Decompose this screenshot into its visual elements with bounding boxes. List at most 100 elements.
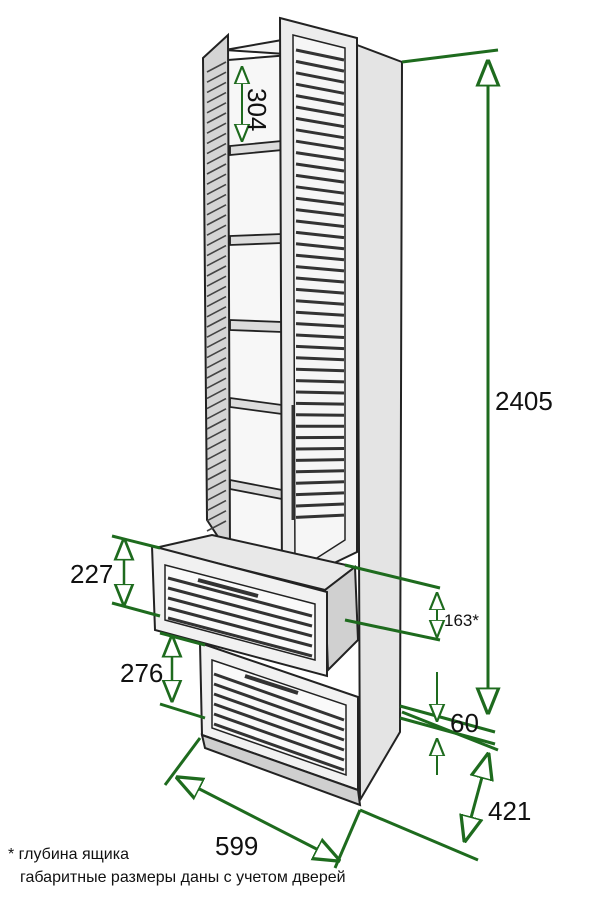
lower-drawer-ext-bottom bbox=[159, 702, 206, 720]
louver-slat bbox=[295, 162, 345, 173]
shelf bbox=[229, 233, 283, 246]
louver-slat bbox=[206, 183, 227, 196]
louver-slat bbox=[206, 397, 227, 410]
louver-slat bbox=[295, 185, 345, 195]
louver-slat bbox=[295, 48, 345, 62]
louver-slat bbox=[206, 142, 227, 155]
width-ext-right bbox=[333, 809, 362, 869]
louver-slat bbox=[206, 275, 227, 287]
louver-slat bbox=[206, 265, 227, 277]
louver-slat bbox=[167, 576, 313, 618]
upper-drawer-ext-bottom bbox=[111, 601, 161, 618]
louver-slat bbox=[295, 94, 345, 106]
louver-slat bbox=[167, 616, 313, 658]
louver-slat bbox=[295, 242, 345, 251]
louver-slat bbox=[295, 367, 345, 373]
louver-slat bbox=[295, 219, 345, 228]
louver-slat bbox=[295, 105, 345, 117]
lower-drawer-louvers bbox=[213, 672, 345, 772]
note-overall-dims: габаритные размеры даны с учетом дверей bbox=[20, 869, 346, 886]
louver-slat bbox=[295, 458, 345, 462]
louver-slat bbox=[167, 606, 313, 648]
louver-slat bbox=[206, 112, 227, 124]
louver-slat bbox=[206, 153, 227, 165]
label-lower-drawer: 276 bbox=[120, 658, 163, 688]
label-height: 2405 bbox=[495, 386, 553, 416]
louver-slat bbox=[206, 61, 227, 73]
louver-slat bbox=[206, 510, 227, 522]
lower-drawer-handle bbox=[244, 674, 299, 695]
louver-slat bbox=[206, 448, 227, 461]
lower-drawer bbox=[198, 641, 359, 792]
louver-slat bbox=[213, 702, 345, 752]
shelves bbox=[229, 140, 283, 501]
louver-slat bbox=[295, 299, 345, 306]
width-ext-left bbox=[163, 737, 202, 786]
louver-slat bbox=[295, 344, 345, 351]
louver-slat bbox=[206, 295, 227, 308]
label-shelf-gap: 304 bbox=[242, 88, 272, 131]
louver-slat bbox=[295, 513, 345, 519]
louver-slat bbox=[206, 489, 227, 502]
louver-slat bbox=[206, 520, 227, 532]
louver-slat bbox=[206, 173, 227, 185]
louver-slat bbox=[295, 230, 345, 240]
louver-slat bbox=[206, 479, 227, 491]
louver-slat bbox=[295, 502, 345, 508]
louver-slat bbox=[213, 692, 345, 742]
louver-slat bbox=[206, 357, 227, 369]
louver-slat bbox=[295, 59, 345, 73]
depth-ext-bottom bbox=[344, 618, 441, 642]
louver-slat bbox=[206, 336, 227, 349]
louver-slat bbox=[206, 255, 227, 267]
louver-slat bbox=[295, 253, 345, 262]
louver-slat bbox=[295, 401, 345, 406]
louver-slat bbox=[206, 204, 227, 216]
label-plinth: 60 bbox=[450, 708, 479, 738]
width-line bbox=[178, 778, 338, 860]
upper-drawer-ext-top bbox=[111, 534, 161, 550]
louver-slat bbox=[206, 316, 227, 328]
note-drawer-depth: * глубина ящика bbox=[8, 846, 129, 863]
louver-slat bbox=[295, 322, 345, 328]
left-door-louvers bbox=[206, 61, 227, 532]
louver-slat bbox=[213, 682, 345, 732]
louver-slat bbox=[206, 81, 227, 94]
upper-drawer bbox=[150, 533, 360, 678]
louver-slat bbox=[206, 244, 227, 257]
louver-slat bbox=[206, 377, 227, 389]
louver-slat bbox=[206, 326, 227, 338]
shelf bbox=[229, 319, 283, 333]
louver-slat bbox=[206, 346, 227, 359]
louver-slat bbox=[213, 722, 345, 772]
louver-slat bbox=[295, 116, 345, 129]
depth-line bbox=[465, 755, 488, 840]
upper-drawer-louvers bbox=[167, 576, 313, 658]
louver-slat bbox=[206, 214, 227, 226]
louver-slat bbox=[167, 596, 313, 638]
plinth-ext-bottom bbox=[399, 716, 496, 746]
left-door bbox=[201, 32, 232, 559]
louver-slat bbox=[206, 122, 227, 134]
louver-slat bbox=[206, 91, 227, 104]
height-ext-top bbox=[401, 48, 499, 64]
louver-slat bbox=[206, 285, 227, 298]
louver-slat bbox=[206, 102, 227, 114]
louver-slat bbox=[295, 356, 345, 362]
upper-drawer-handle bbox=[197, 578, 259, 598]
louver-slat bbox=[206, 367, 227, 379]
right-door-louvers bbox=[295, 48, 345, 519]
label-width: 599 bbox=[215, 831, 258, 861]
right-door bbox=[278, 16, 358, 590]
louver-slat bbox=[206, 469, 227, 481]
louver-slat bbox=[295, 480, 345, 485]
louver-slat bbox=[295, 82, 345, 95]
louver-slat bbox=[295, 128, 345, 140]
louver-slat bbox=[295, 173, 345, 184]
louver-slat bbox=[206, 387, 227, 400]
label-depth: 421 bbox=[488, 796, 531, 826]
louver-slat bbox=[206, 132, 227, 145]
louver-slat bbox=[206, 224, 227, 236]
louver-slat bbox=[206, 163, 227, 175]
